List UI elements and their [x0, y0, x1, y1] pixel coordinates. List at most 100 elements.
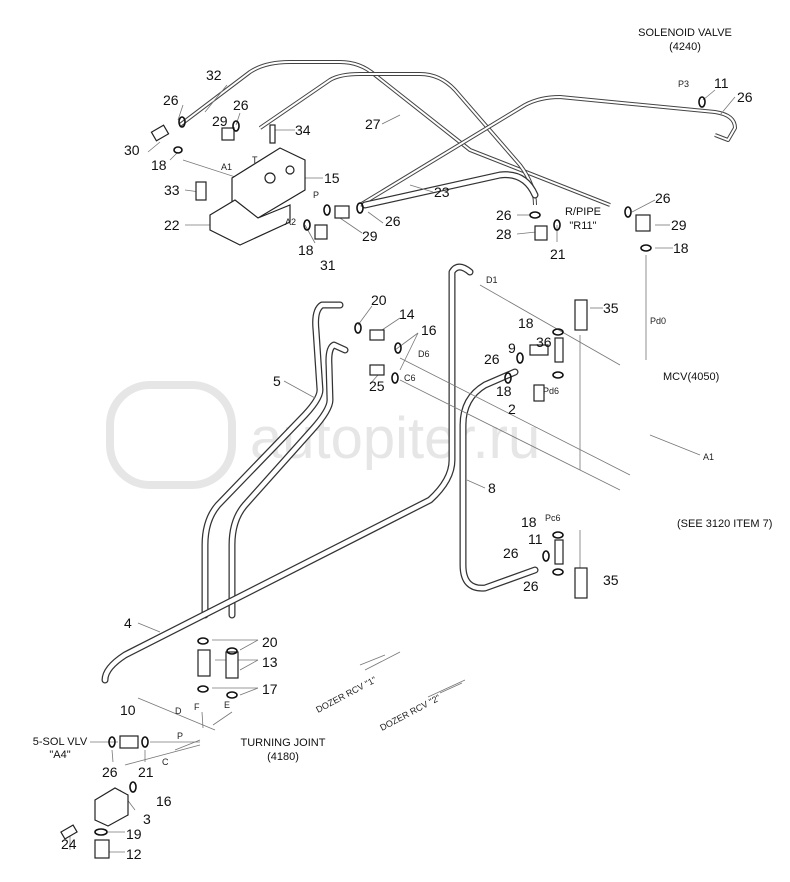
callout: 20 [262, 634, 278, 650]
callout: 18 [298, 242, 314, 258]
watermark-text: autopiter.ru [250, 406, 540, 471]
callout: 16 [421, 322, 437, 338]
callout: 19 [126, 826, 142, 842]
callout: 15 [324, 170, 340, 186]
callout: 10 [120, 702, 136, 718]
solenoid-valve-ref: (4240) [669, 41, 701, 53]
port-label: P [177, 731, 183, 741]
port-label: F [194, 702, 200, 712]
callout: 21 [138, 764, 154, 780]
turning-joint-ref: (4180) [267, 751, 299, 763]
callout: 4 [124, 615, 132, 631]
callout: 23 [434, 184, 450, 200]
callout: 27 [365, 116, 381, 132]
port-label: C6 [404, 373, 416, 383]
callout: 32 [206, 67, 222, 83]
hose-32 [178, 60, 611, 207]
port-label: A1 [221, 162, 232, 172]
callout: 30 [124, 142, 140, 158]
callout: 2 [508, 401, 516, 417]
port-labels: T A1 P A2 D1 D6 C6 Pd0 Pd6 Pc6 A1 D F E … [162, 79, 714, 767]
callout: 29 [671, 217, 687, 233]
callout: 28 [496, 226, 512, 242]
callout: 36 [536, 334, 552, 350]
o-rings [94, 96, 706, 836]
callout: 35 [603, 572, 619, 588]
see-note-label: (SEE 3120 ITEM 7) [677, 518, 772, 530]
port-label: T [252, 155, 258, 165]
dozer-rcv-2-label: DOZER RCV "2" [378, 693, 442, 733]
callout: 16 [156, 793, 172, 809]
callout: 34 [295, 122, 311, 138]
port-label: D6 [418, 349, 430, 359]
port-label: Pc6 [545, 513, 561, 523]
pipe-to-solenoid [358, 95, 737, 207]
callout: 18 [496, 383, 512, 399]
port-label: Pd0 [650, 316, 666, 326]
callout: 18 [151, 157, 167, 173]
callout: 26 [484, 351, 500, 367]
port-label: P3 [678, 79, 689, 89]
callout: 5 [273, 373, 281, 389]
callout: 31 [320, 257, 336, 273]
sol-vlv-ref: "A4" [49, 749, 70, 761]
solenoid-valve-label: SOLENOID VALVE [638, 27, 732, 39]
callout: 26 [523, 578, 539, 594]
hose-5 [201, 301, 349, 619]
reference-labels: SOLENOID VALVE (4240) R/PIPE "R11" MCV(4… [33, 27, 773, 763]
callout: 21 [550, 246, 566, 262]
block-3 [94, 787, 129, 827]
callout: 29 [212, 113, 228, 129]
callout: 33 [164, 182, 180, 198]
callout: 26 [233, 97, 249, 113]
fittings [60, 124, 651, 859]
callout: 18 [518, 315, 534, 331]
port-label: P [313, 190, 319, 200]
dozer-rcv-1-label: DOZER RCV "1" [314, 675, 378, 715]
rpipe-ref: "R11" [569, 220, 596, 232]
callout: 26 [503, 545, 519, 561]
rpipe-label: R/PIPE [565, 206, 601, 218]
callout: 11 [714, 75, 729, 91]
callout: 26 [737, 89, 753, 105]
callout: 26 [655, 190, 671, 206]
callout: 9 [508, 340, 516, 356]
turning-joint-label: TURNING JOINT [241, 737, 326, 749]
port-label: D [175, 706, 182, 716]
callout: 3 [143, 811, 151, 827]
port-label: D1 [486, 275, 498, 285]
callout: 14 [399, 306, 415, 322]
port-label: Pd6 [543, 386, 559, 396]
callout: 18 [521, 514, 537, 530]
valve-block-15 [209, 147, 306, 246]
callout: 35 [603, 300, 619, 316]
callout: 25 [369, 378, 385, 394]
watermark: autopiter.ru [106, 381, 540, 489]
callout: 26 [163, 92, 179, 108]
callout: 12 [126, 846, 142, 862]
port-label: A1 [703, 452, 714, 462]
sol-vlv-label: 5-SOL VLV [33, 736, 88, 748]
port-label: E [224, 700, 230, 710]
port-label: C [162, 757, 169, 767]
mcv-label: MCV(4050) [663, 371, 719, 383]
callout: 11 [528, 531, 543, 547]
callout: 26 [496, 207, 512, 223]
hose-4 [101, 263, 474, 684]
callout: 26 [385, 213, 401, 229]
callout: 20 [371, 292, 387, 308]
callout: 26 [102, 764, 118, 780]
callout: 8 [488, 480, 496, 496]
callout-numbers: 32 26 26 29 34 30 18 27 15 33 22 23 26 2… [61, 67, 753, 862]
hose-23 [361, 171, 539, 209]
callout: 29 [362, 228, 378, 244]
leader-lines [69, 84, 736, 853]
callout: 22 [164, 217, 180, 233]
port-label: A2 [285, 217, 296, 227]
callout: 18 [673, 240, 689, 256]
callout: 17 [262, 681, 278, 697]
callout: 13 [262, 654, 278, 670]
callout: 24 [61, 836, 77, 852]
